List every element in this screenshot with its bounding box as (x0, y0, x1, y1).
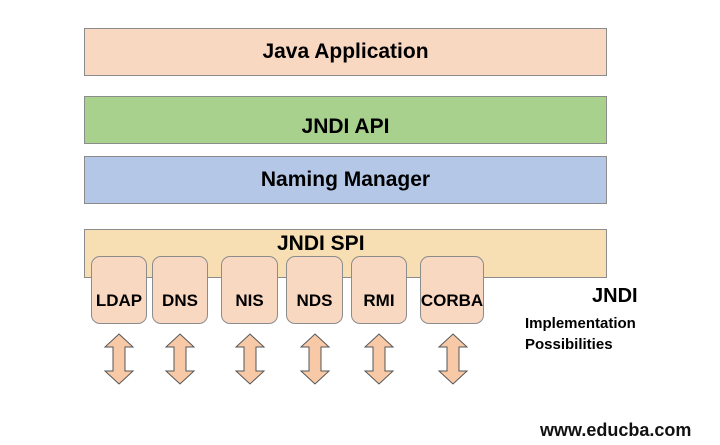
impl-label-nis: NIS (235, 291, 264, 310)
java-application-layer: Java Application (84, 28, 607, 76)
impl-box-nis: NIS (221, 256, 278, 324)
impl-box-rmi: RMI (351, 256, 407, 324)
double-vertical-arrow-icon (235, 333, 265, 385)
naming-manager-label: Naming Manager (260, 168, 431, 191)
implementation-note-line: Implementation (525, 315, 636, 332)
double-vertical-arrow-icon (300, 333, 330, 385)
jndi-spi-label: JNDI SPI (277, 232, 365, 255)
jndi-api-label: JNDI API (301, 115, 390, 138)
impl-box-nds: NDS (286, 256, 343, 324)
jndi-api-layer: JNDI API (84, 96, 607, 144)
educba-watermark: www.educba.com (540, 420, 692, 440)
impl-label-ldap: LDAP (95, 291, 143, 310)
double-vertical-arrow-icon (364, 333, 394, 385)
impl-label-rmi: RMI (363, 291, 395, 310)
impl-label-dns: DNS (162, 291, 198, 310)
possibilities-note-line: Possibilities (525, 336, 613, 353)
impl-box-dns: DNS (152, 256, 208, 324)
naming-manager-layer: Naming Manager (84, 156, 607, 204)
double-vertical-arrow-icon (165, 333, 195, 385)
double-vertical-arrow-icon (104, 333, 134, 385)
impl-box-corba: CORBA (420, 256, 484, 324)
java-application-label: Java Application (262, 40, 429, 63)
impl-box-ldap: LDAP (91, 256, 147, 324)
impl-label-nds: NDS (296, 291, 333, 310)
double-vertical-arrow-icon (438, 333, 468, 385)
jndi-note-title: JNDI (592, 285, 638, 307)
impl-label-corba: CORBA (420, 291, 484, 310)
